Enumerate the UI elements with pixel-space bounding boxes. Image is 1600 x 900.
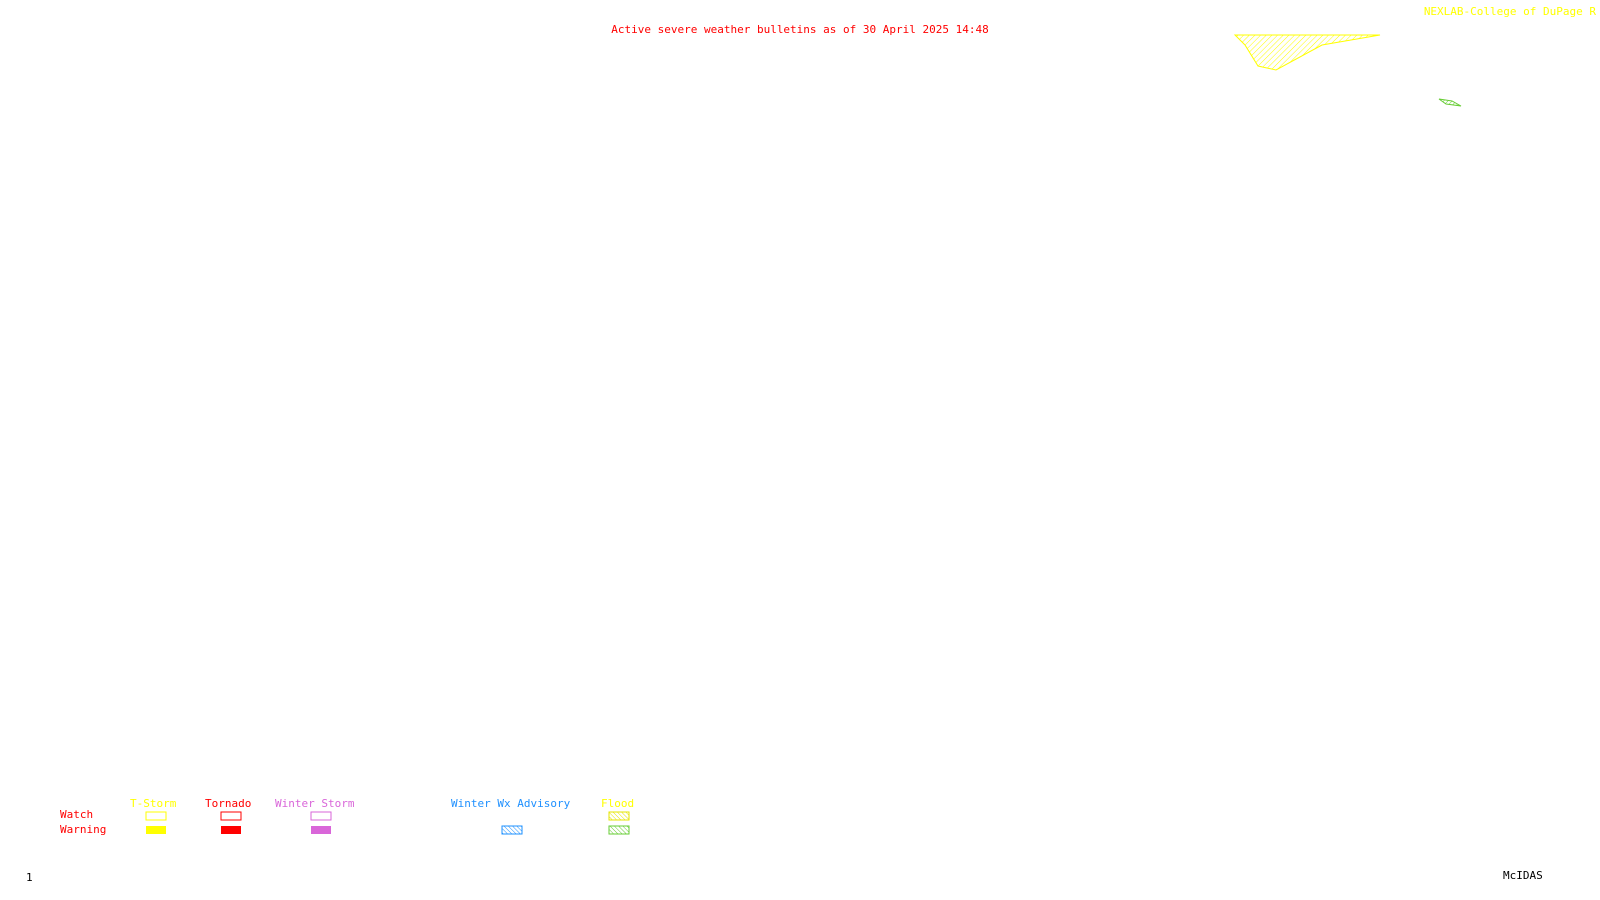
source-credit: NEXLAB-College of DuPage R [1423, 5, 1596, 18]
tstorm-watch-area [1233, 34, 1381, 71]
mcidas-label: McIDAS [1503, 869, 1543, 882]
legend-winter-storm-label: Winter Storm [275, 797, 355, 810]
bulletin-title: Active severe weather bulletins as of 30… [611, 23, 989, 36]
legend-winter-advisory-label: Winter Wx Advisory [451, 797, 571, 810]
legend-tornado-label: Tornado [205, 797, 252, 810]
legend-flood-watch-swatch [608, 811, 630, 821]
legend-winter-storm-warning-swatch [311, 826, 331, 834]
legend-tstorm-watch-swatch [145, 811, 167, 821]
legend-tornado-warning-swatch [221, 826, 241, 834]
legend-flood-label: Flood [601, 797, 635, 810]
legend-watch-row-label: Watch [60, 808, 94, 821]
flood-warning-area [1438, 98, 1462, 107]
frame-number: 1 [26, 871, 33, 884]
legend-flood-warning-swatch [608, 825, 630, 835]
legend-tstorm-label: T-Storm [130, 797, 177, 810]
legend-winter-advisory-swatch [501, 825, 523, 835]
legend-tornado-watch-swatch [220, 811, 242, 821]
legend-winter-storm-watch-swatch [310, 811, 332, 821]
legend-warning-row-label: Warning [60, 823, 107, 836]
legend-tstorm-warning-swatch [146, 826, 166, 834]
